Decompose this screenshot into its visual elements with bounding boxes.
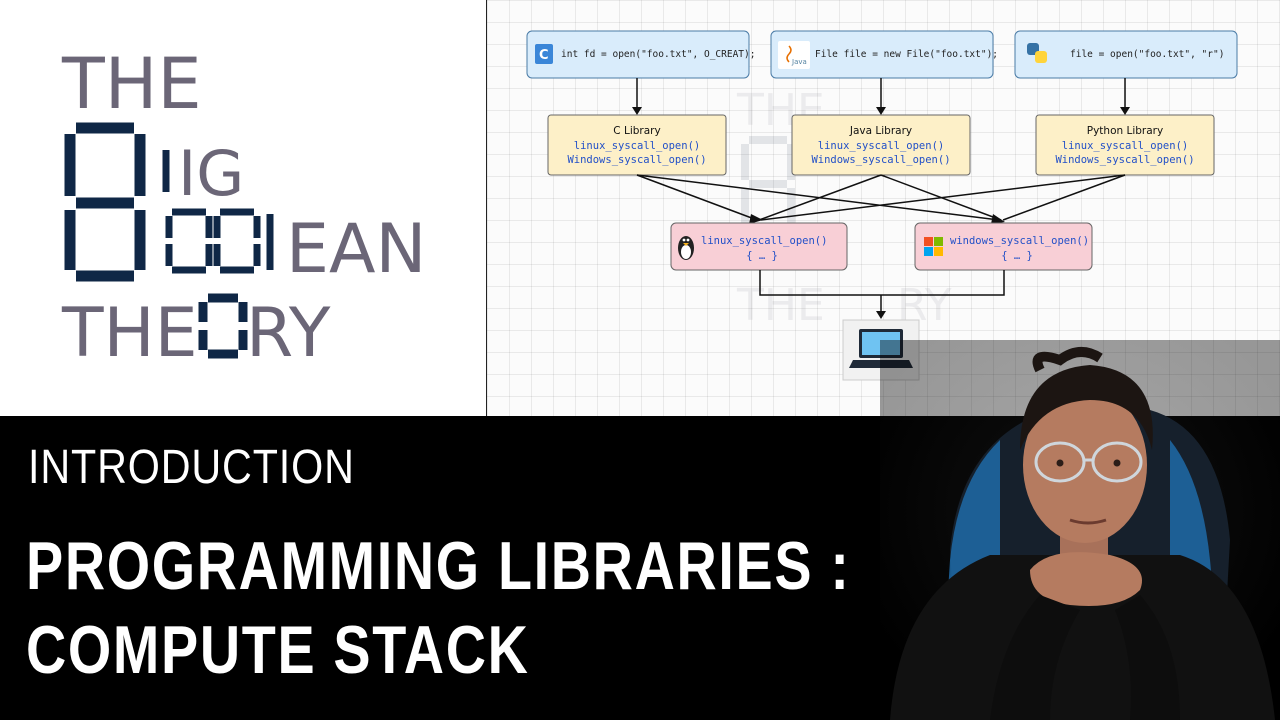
logo-panel: THE IG EAN THE RY (0, 0, 487, 416)
java-icon: Java (778, 41, 810, 69)
library-box-python: Python Library linux_syscall_open() Wind… (1035, 114, 1215, 176)
logo-watermark: THE THE RY (736, 85, 952, 331)
arrowheads-mid (749, 214, 1005, 224)
source-code-python: file = open("foo.txt", "r") (1070, 49, 1224, 60)
windows-icon (924, 237, 943, 256)
svg-text:C Library: C Library (613, 125, 660, 137)
svg-text:Windows_syscall_open(): Windows_syscall_open() (1055, 154, 1194, 166)
svg-text:linux_syscall_open(): linux_syscall_open() (818, 140, 944, 152)
python-icon (1027, 43, 1047, 63)
svg-text:Java: Java (791, 58, 807, 66)
syscall-box-windows: windows_syscall_open() { … } (914, 222, 1093, 271)
presenter-glasses (1034, 441, 1143, 483)
logo-001-digits (165, 208, 274, 274)
big-boolean-theory-logo: THE IG EAN THE RY (61, 43, 426, 373)
syscall-body-linux: { … } (746, 250, 778, 262)
logo-ean: EAN (286, 210, 426, 289)
section-label: INTRODUCTION (28, 441, 355, 494)
syscall-box-linux: linux_syscall_open() { … } (670, 222, 848, 271)
svg-text:THE: THE (736, 280, 825, 331)
logo-the: THE (61, 43, 202, 125)
source-code-java: File file = new File("foo.txt"); (815, 49, 998, 60)
svg-text:linux_syscall_open(): linux_syscall_open() (574, 140, 700, 152)
video-title-line1: PROGRAMMING LIBRARIES : (26, 528, 851, 604)
library-to-syscall-arrows (636, 174, 1126, 221)
source-box-python: file = open("foo.txt", "r") (1014, 30, 1238, 79)
diagram-panel: THE THE RY C int fd = open("foo.txt", O_… (487, 0, 1280, 416)
syscall-to-hardware-arrows (759, 270, 1005, 312)
library-box-c: C Library linux_syscall_open() Windows_s… (547, 114, 727, 176)
source-code-c: int fd = open("foo.txt", O_CREAT); (561, 49, 755, 60)
syscall-name-linux: linux_syscall_open() (701, 235, 827, 247)
svg-text:Windows_syscall_open(): Windows_syscall_open() (567, 154, 706, 166)
video-title-line2: COMPUTE STACK (26, 612, 530, 688)
svg-text:linux_syscall_open(): linux_syscall_open() (1062, 140, 1188, 152)
svg-text:Java Library: Java Library (849, 125, 912, 137)
c-language-icon: C (535, 44, 553, 64)
arrowhead-bottom (876, 311, 886, 319)
linux-tux-icon (678, 236, 694, 260)
logo-the-lower: THE (61, 294, 198, 373)
svg-text:Windows_syscall_open(): Windows_syscall_open() (811, 154, 950, 166)
source-box-java: Java File file = new File("foo.txt"); (770, 30, 998, 79)
logo-ry: RY (246, 294, 331, 373)
logo-zero-digit (198, 293, 248, 359)
logo-big-b-segment (64, 122, 146, 282)
presenter-webcam (880, 340, 1280, 720)
source-to-library-arrows (636, 78, 1126, 108)
source-box-c: C int fd = open("foo.txt", O_CREAT); (526, 30, 755, 79)
svg-text:Python Library: Python Library (1087, 125, 1163, 137)
compute-stack-diagram: THE THE RY C int fd = open("foo.txt", O_… (526, 30, 1238, 381)
library-box-java: Java Library linux_syscall_open() Window… (791, 114, 971, 176)
svg-text:C: C (539, 48, 549, 63)
logo-ig: IG (162, 137, 244, 210)
svg-text:IG: IG (178, 137, 244, 210)
arrowheads-top (632, 107, 1130, 115)
syscall-name-windows: windows_syscall_open() (950, 235, 1089, 247)
syscall-body-windows: { … } (1001, 250, 1033, 262)
